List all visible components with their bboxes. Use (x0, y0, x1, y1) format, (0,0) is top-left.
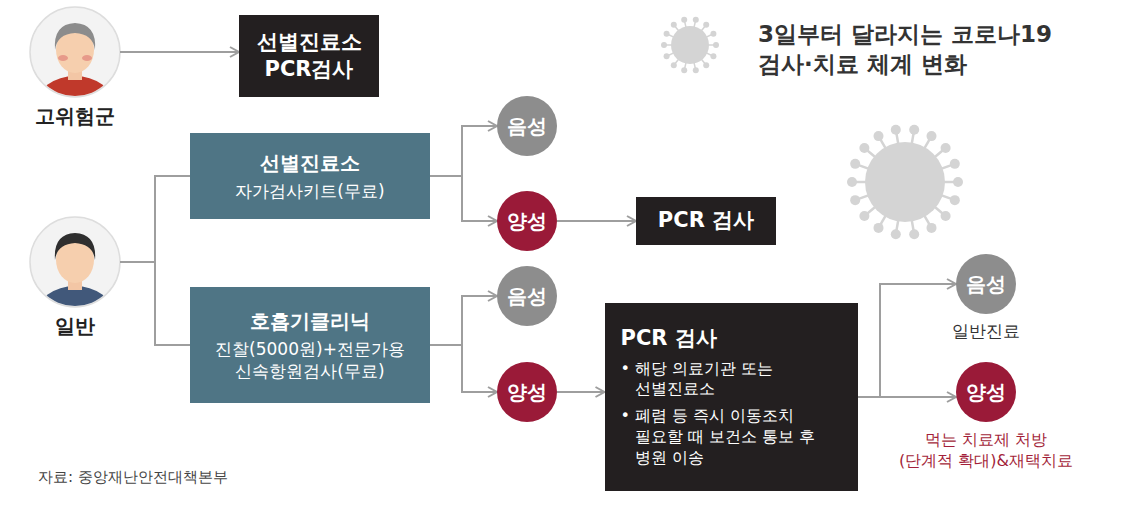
virus-spike (661, 42, 667, 48)
person-icon-high-risk (30, 7, 120, 132)
virus-spike (664, 53, 670, 59)
node-label: 양성 (507, 379, 547, 405)
node-text: 먹는 치료제 처방 (단계적 확대)&재택치료 (897, 430, 1075, 472)
virus-spike (693, 17, 699, 23)
connector-arrow (858, 284, 957, 397)
node-text: 일반진료 (952, 320, 1020, 342)
virus-spike (927, 223, 937, 233)
virus-spike (850, 195, 860, 205)
virus-spike (927, 131, 937, 141)
connector-arrow (557, 220, 636, 222)
result-circle: 양성 (497, 362, 557, 422)
virus-spike (950, 159, 960, 169)
node-label: 선별진료소 (260, 150, 360, 176)
connector-arrow (557, 391, 605, 393)
virus-spike (909, 229, 919, 239)
virus-spike (874, 131, 884, 141)
node-label: 음성 (507, 283, 547, 309)
virus-spike (859, 211, 869, 221)
virus-spike (891, 125, 901, 135)
node-label: 음성 (507, 113, 547, 139)
virus-spike (703, 62, 709, 68)
connector-arrow (430, 176, 497, 221)
virus-spike (891, 229, 901, 239)
virus-icon (661, 17, 719, 74)
result-circle: 양성 (497, 191, 557, 251)
virus-spike (859, 143, 869, 153)
virus-icon (847, 125, 963, 239)
node-label: 양성 (966, 379, 1006, 405)
virus-spike (847, 177, 857, 187)
virus-spike (953, 177, 963, 187)
node-text: • 폐렴 등 즉시 이동조치 필요할 때 보건소 통보 후 병원 이송 (621, 406, 842, 468)
person-icon-node: 고위험군 (30, 7, 120, 97)
title-text: 3일부터 달라지는 코로나19 검사·치료 체계 변화 (758, 20, 1088, 80)
connector-arrow (120, 51, 239, 53)
virus-spike (671, 22, 677, 28)
node-label: 선별진료소 PCR검사 (253, 29, 365, 84)
node-label: 고위험군 (35, 103, 115, 129)
connector-arrow (430, 345, 497, 392)
process-box: 선별진료소자가검사키트(무료) (190, 133, 430, 219)
connector-arrow (858, 396, 957, 398)
person-icon-general (30, 217, 120, 342)
node-text: 진찰(5000원)+전문가용 신속항원검사(무료) (204, 338, 416, 382)
caption: 자료: 중앙재난안전대책본부 (38, 468, 228, 488)
result-circle: 음성일반진료 (956, 254, 1016, 314)
connector-arrow (430, 296, 497, 345)
virus-spike (850, 159, 860, 169)
result-circle: 음성 (497, 266, 557, 326)
process-box: 선별진료소 PCR검사 (239, 15, 379, 97)
node-label: PCR 검사 (658, 207, 754, 234)
title: 3일부터 달라지는 코로나19 검사·치료 체계 변화 (758, 20, 1088, 80)
virus-spike (950, 195, 960, 205)
person-icon-node: 일반 (30, 217, 120, 307)
process-box: PCR 검사 (636, 197, 776, 245)
virus-spike (681, 17, 687, 23)
virus-spike (909, 125, 919, 135)
node-label: 일반 (55, 313, 95, 339)
virus-spike (710, 53, 716, 59)
virus-spike (693, 67, 699, 73)
virus-spike (874, 223, 884, 233)
virus-spike (664, 31, 670, 37)
node-label: PCR 검사 (621, 325, 842, 352)
virus-spike (713, 42, 719, 48)
caption-text: 자료: 중앙재난안전대책본부 (38, 468, 228, 488)
virus-spike (671, 62, 677, 68)
virus-spike (710, 31, 716, 37)
node-text: • 해당 의료기관 또는 선별진료소 (621, 359, 842, 401)
node-label: 음성 (966, 271, 1006, 297)
result-circle: 양성먹는 치료제 처방 (단계적 확대)&재택치료 (956, 362, 1016, 422)
node-text: 자가검사키트(무료) (235, 180, 384, 202)
process-box: PCR 검사 • 해당 의료기관 또는 선별진료소 • 폐렴 등 즉시 이동조치 필… (605, 303, 858, 491)
connector-arrow (120, 176, 190, 262)
connector-arrow (430, 126, 497, 176)
virus-spike (703, 22, 709, 28)
result-circle: 음성 (497, 96, 557, 156)
virus-spike (681, 67, 687, 73)
connector-arrow (120, 262, 190, 345)
process-box: 호흡기클리닉진찰(5000원)+전문가용 신속항원검사(무료) (190, 287, 430, 403)
node-label: 양성 (507, 208, 547, 234)
virus-spike (941, 211, 951, 221)
node-label: 호흡기클리닉 (250, 308, 370, 334)
virus-spike (941, 143, 951, 153)
